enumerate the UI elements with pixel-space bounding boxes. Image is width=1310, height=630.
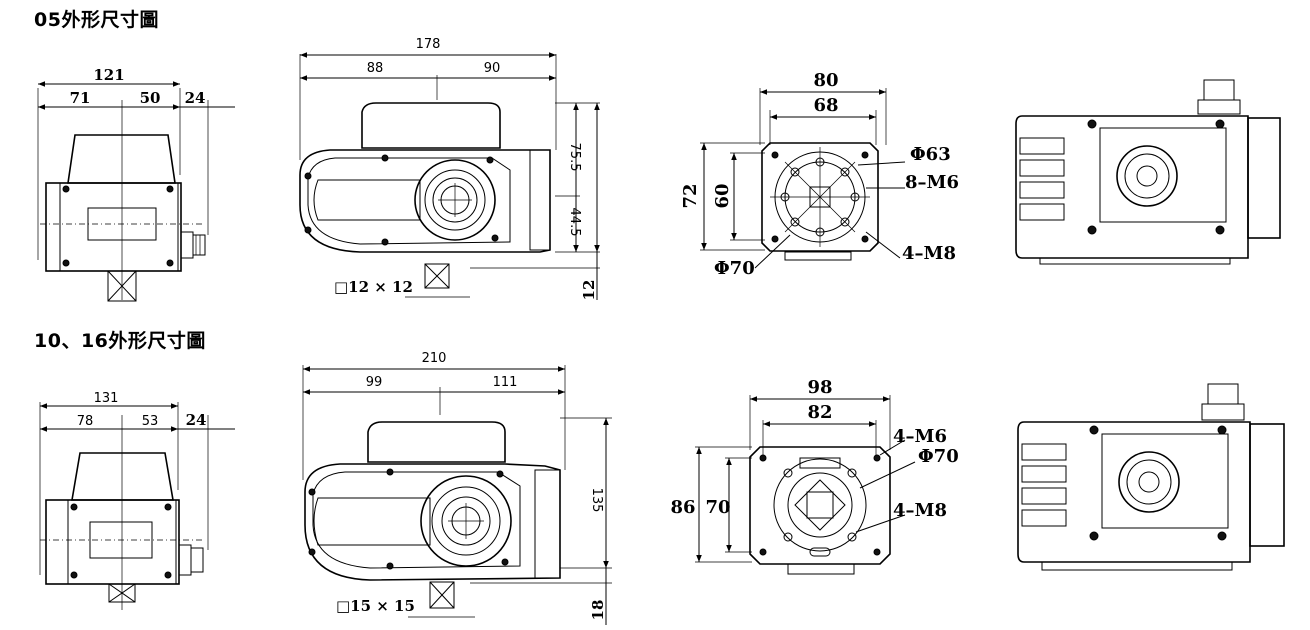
front-view-05: 178 88 90 75.5 44.5 12 □12 × 12 — [299, 37, 600, 301]
dim-front2-square: □15 × 15 — [336, 597, 415, 615]
dim-flange-inner-h: 60 — [712, 183, 733, 208]
dim-flange2-inner-w: 82 — [807, 402, 832, 423]
dim-flange-outer-w: 80 — [813, 70, 838, 91]
flange-view-10-16: 98 82 86 70 4–M6 Φ70 4–M8 — [670, 377, 959, 575]
dim-front-lower: 44.5 — [567, 208, 582, 237]
dim-side2-overall: 131 — [94, 391, 119, 406]
dim-front2-bottom: 18 — [589, 600, 607, 621]
section-title-05: 05外形尺寸圖 — [34, 9, 159, 31]
dim-side2-gland: 24 — [186, 411, 207, 429]
label-pcd-small: Φ70 — [714, 258, 755, 279]
label2-pcd: Φ70 — [918, 446, 959, 467]
label2-bolts-large: 4–M8 — [893, 500, 947, 521]
actuator-side-view-10-16 — [1017, 383, 1285, 571]
dim-front-left: 88 — [367, 61, 384, 76]
dim-flange2-inner-h: 70 — [705, 497, 730, 518]
flange-view-05: 80 68 72 60 Φ63 8–M6 4–M8 Φ70 — [680, 70, 959, 279]
dim-side-gland: 24 — [185, 89, 206, 107]
label2-bolts-small: 4–M6 — [893, 426, 947, 447]
dim-front2-overall: 210 — [422, 351, 447, 366]
dim-front2-height: 135 — [589, 488, 604, 513]
dim-front-overall: 178 — [416, 37, 441, 52]
label-pcd-large: Φ63 — [910, 144, 951, 165]
dim-side-left: 71 — [70, 89, 91, 107]
dim-flange-outer-h: 72 — [680, 183, 701, 208]
dim-flange2-outer-h: 86 — [670, 497, 695, 518]
label-bolts-large: 4–M8 — [902, 243, 956, 264]
section-title-10-16: 10、16外形尺寸圖 — [34, 330, 206, 352]
dim-flange2-outer-w: 98 — [807, 377, 832, 398]
side-view-10-16: 131 78 53 24 — [39, 391, 235, 610]
dim-front2-left: 99 — [366, 375, 383, 390]
side-view-05: 121 71 50 24 — [37, 66, 235, 302]
dim-front-square: □12 × 12 — [334, 278, 413, 296]
dim-side2-left: 78 — [77, 414, 94, 429]
dim-side-overall: 121 — [93, 66, 124, 84]
dim-front2-right: 111 — [493, 375, 518, 390]
dim-front-upper: 75.5 — [567, 143, 582, 172]
dim-side-right: 50 — [140, 89, 161, 107]
dim-front-right: 90 — [484, 61, 501, 76]
dim-front-bottom: 12 — [580, 280, 598, 301]
label-bolts-small: 8–M6 — [905, 172, 959, 193]
dim-side2-right: 53 — [142, 414, 159, 429]
actuator-side-view-05 — [1015, 79, 1281, 265]
front-view-10-16: 210 99 111 135 18 □15 × 15 — [302, 351, 612, 625]
dim-flange-inner-w: 68 — [813, 95, 838, 116]
